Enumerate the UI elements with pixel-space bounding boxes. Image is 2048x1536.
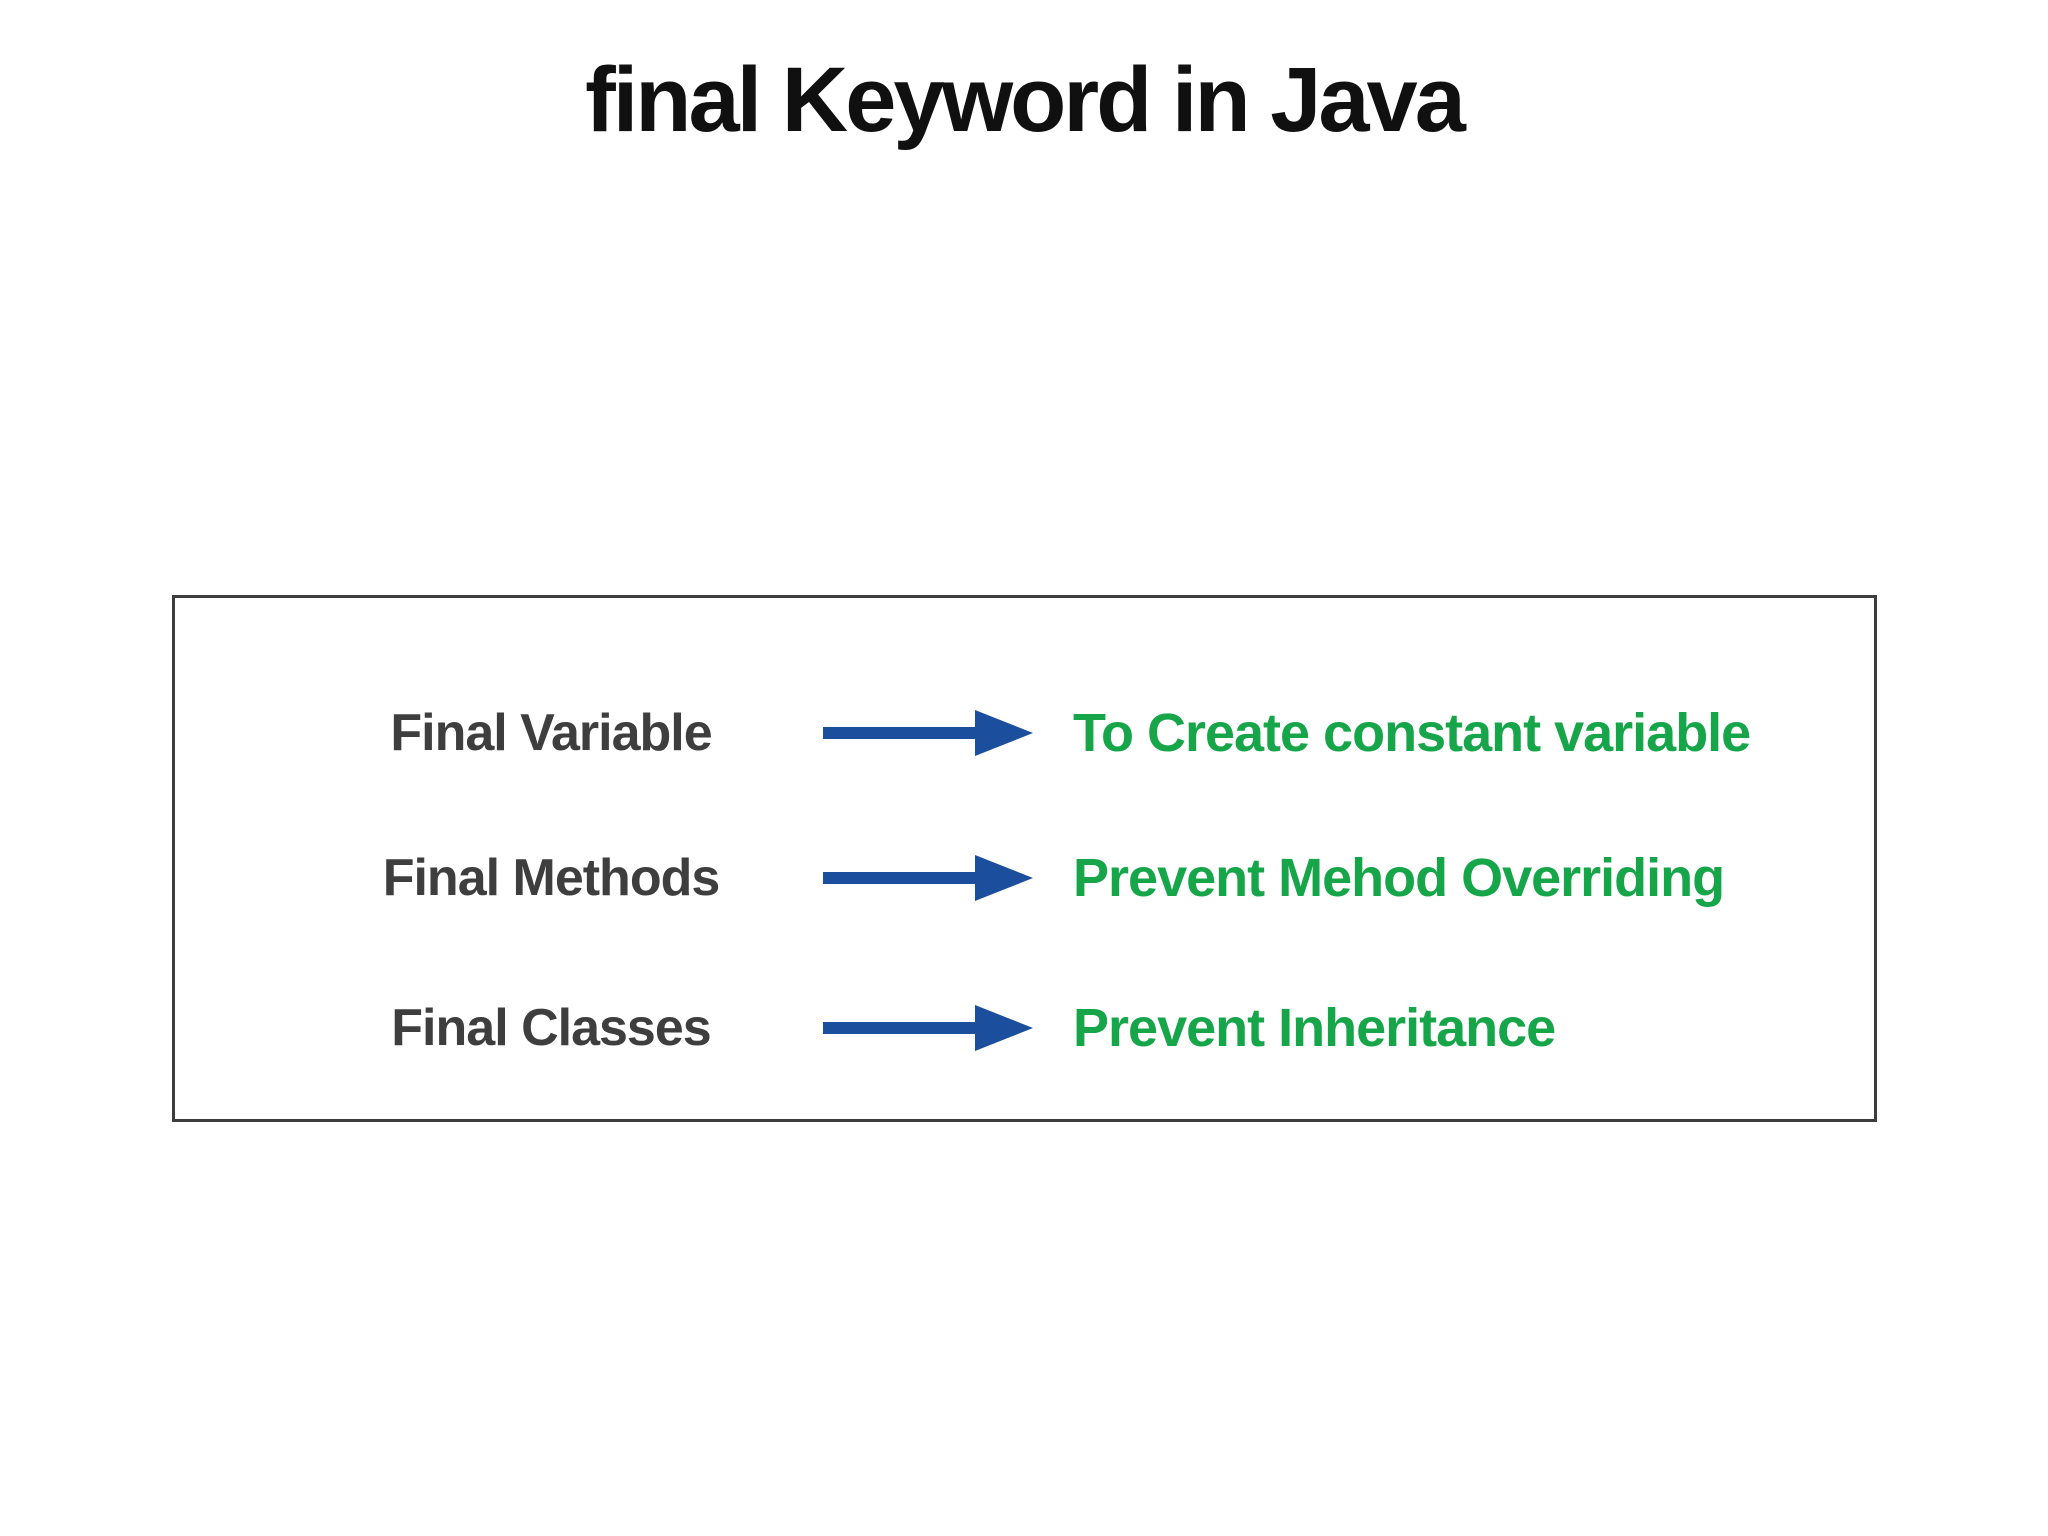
final-classes-label: Final Classes [391, 999, 711, 1057]
arrow-right-icon [823, 998, 1033, 1058]
arrow-right-icon [823, 848, 1033, 908]
diagram-row-final-variable: Final Variable To Create constant variab… [175, 683, 1874, 783]
final-variable-result: To Create constant variable [1073, 703, 1751, 763]
final-variable-label: Final Variable [390, 704, 712, 762]
arrow-right-icon [823, 703, 1033, 763]
page-title: final Keyword in Java [585, 49, 1466, 151]
final-classes-result: Prevent Inheritance [1073, 998, 1556, 1058]
final-methods-label: Final Methods [382, 849, 721, 907]
final-methods-result: Prevent Mehod Overriding [1073, 848, 1725, 908]
diagram-row-final-methods: Final Methods Prevent Mehod Overriding [175, 828, 1874, 928]
diagram-box: Final Variable To Create constant variab… [172, 595, 1877, 1122]
diagram-row-final-classes: Final Classes Prevent Inheritance [175, 978, 1874, 1078]
